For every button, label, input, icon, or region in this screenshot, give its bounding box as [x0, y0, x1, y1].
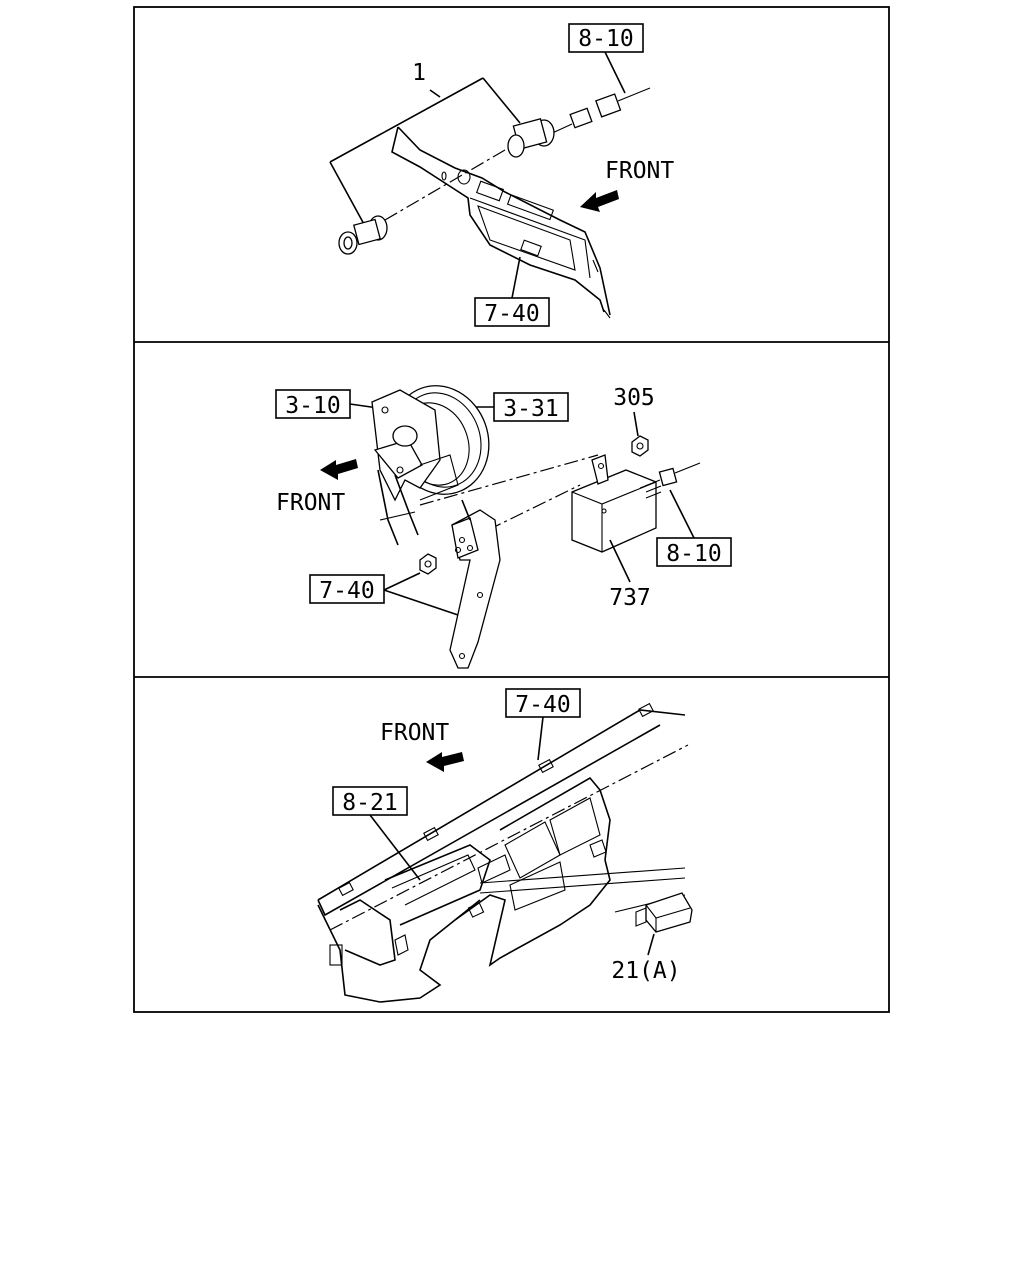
- leader-line: [537, 716, 544, 761]
- leader-line: [383, 589, 459, 616]
- nut-305: [631, 435, 649, 457]
- nut: [419, 553, 437, 575]
- leader-line: [482, 77, 521, 124]
- callout-box-dash: [505, 688, 581, 718]
- callout-bracket: 3-10: [285, 393, 340, 419]
- diagram-frame: [133, 6, 890, 1013]
- leader-line: [369, 814, 421, 881]
- mount-bracket: [449, 499, 501, 669]
- callout-part-1: 1: [412, 60, 426, 86]
- connector-socket: [569, 107, 593, 129]
- leader-line: [647, 933, 655, 956]
- leader-line: [511, 256, 521, 299]
- instrument-panel-section: [391, 126, 611, 319]
- front-arrow-icon: [580, 190, 619, 212]
- front-label-3: FRONT: [380, 720, 449, 746]
- center-line: [419, 454, 599, 506]
- callout-box-cluster: [332, 786, 408, 816]
- callout-harness-2: 8-10: [666, 541, 721, 567]
- guide-line: [479, 867, 686, 884]
- callout-panel-1: 7-40: [484, 301, 539, 327]
- callout-box-pedal: [493, 392, 569, 422]
- harness-connector: [644, 462, 701, 499]
- callout-box-panel-1: [474, 297, 550, 327]
- dashboard: [317, 702, 689, 1003]
- leader-line: [329, 161, 366, 227]
- callout-nut: 305: [613, 385, 655, 411]
- callout-dash: 7-40: [515, 692, 570, 718]
- pedal-bracket: [371, 389, 459, 546]
- leader-line: [429, 89, 441, 98]
- center-line: [384, 149, 506, 221]
- front-arrow-icon: [320, 459, 358, 480]
- front-label-2: FRONT: [276, 490, 345, 516]
- leader-line: [329, 77, 484, 163]
- control-module: [571, 454, 657, 553]
- front-arrow-icon: [426, 752, 464, 772]
- guide-line: [479, 877, 686, 894]
- callout-box-mount: [309, 574, 385, 604]
- callout-box-harness-2: [656, 537, 732, 567]
- center-line: [487, 484, 581, 531]
- callout-harness-1: 8-10: [578, 26, 633, 52]
- panel-2: 3-31 3-10 FRONT: [275, 385, 732, 669]
- switch: [635, 892, 693, 933]
- leader-line: [633, 411, 639, 437]
- callout-cluster: 8-21: [342, 790, 397, 816]
- front-label-1: FRONT: [605, 158, 674, 184]
- connector-plug: [595, 93, 622, 118]
- callout-switch: 21(A): [611, 958, 680, 984]
- leader-line: [609, 539, 631, 583]
- callout-box-harness-1: [568, 23, 644, 53]
- panel-3: 7-40 FRONT 8-21: [317, 688, 693, 1003]
- callout-module: 737: [609, 585, 651, 611]
- callout-pedal: 3-31: [503, 396, 558, 422]
- wire: [617, 87, 651, 102]
- lighter-knob: [338, 215, 388, 255]
- leader-line: [604, 51, 626, 94]
- lighter-socket: [507, 117, 555, 158]
- panel-1: 8-10 1: [329, 23, 674, 327]
- callout-mount: 7-40: [319, 578, 374, 604]
- leader-line: [669, 489, 695, 539]
- leader-line: [383, 572, 421, 591]
